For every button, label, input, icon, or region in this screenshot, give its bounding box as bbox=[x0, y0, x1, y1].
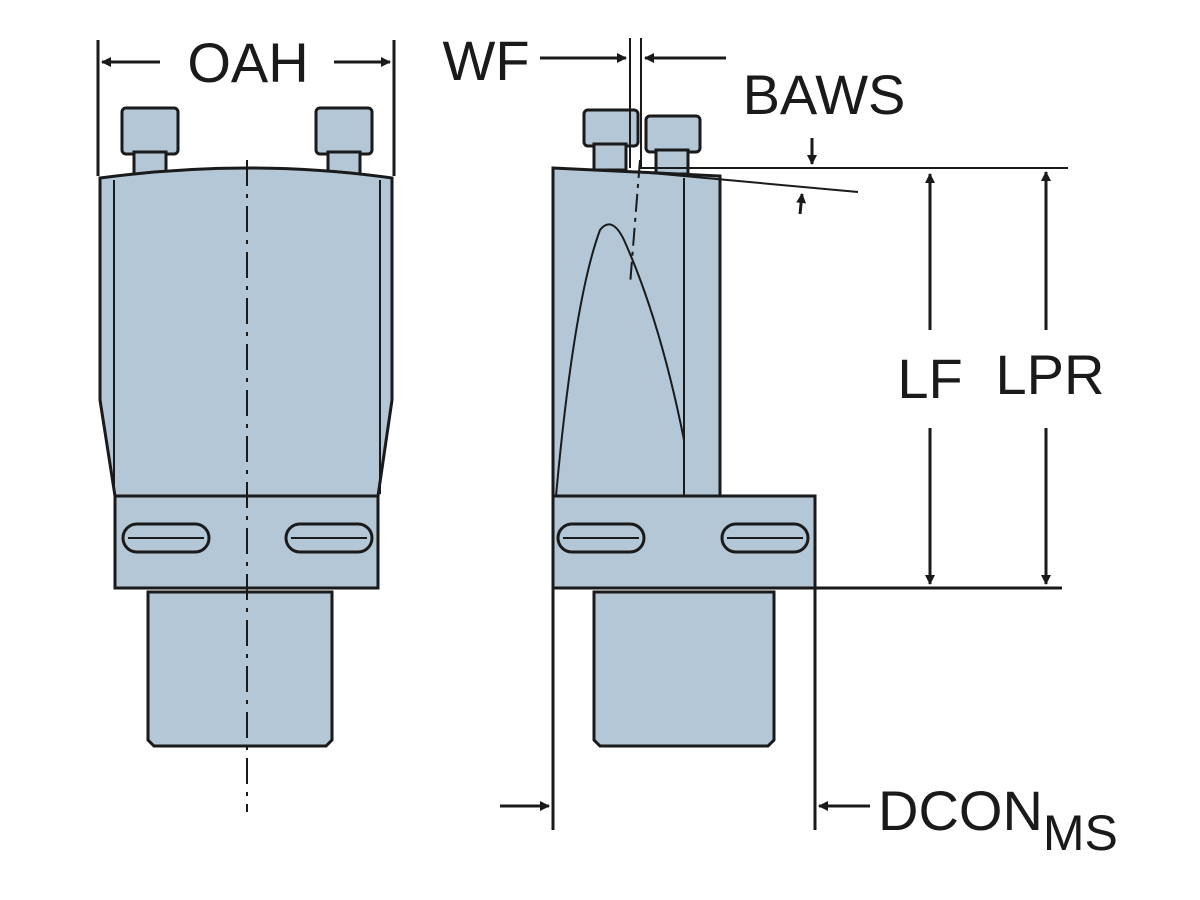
dcon-dimension bbox=[500, 588, 870, 830]
wf-dimension bbox=[540, 38, 726, 168]
baws-dimension bbox=[639, 138, 1068, 215]
front-slot-left bbox=[121, 522, 211, 554]
dcon-subscript: MS bbox=[1043, 805, 1118, 861]
front-view bbox=[98, 106, 394, 812]
wf-label: WF bbox=[442, 29, 529, 92]
lf-label: LF bbox=[897, 347, 962, 410]
oah-dimension bbox=[96, 40, 396, 176]
side-screw-right bbox=[644, 114, 702, 176]
front-screw-right bbox=[314, 106, 374, 180]
side-screw-axis bbox=[629, 159, 641, 286]
lf-lpr-dimensions bbox=[815, 171, 1062, 590]
baws-label: BAWS bbox=[743, 63, 906, 126]
front-slot-right bbox=[284, 522, 374, 554]
dcon-main-text: DCON bbox=[878, 779, 1043, 842]
dcon-label: DCONMS bbox=[878, 779, 1118, 861]
side-view bbox=[551, 108, 817, 748]
oah-label: OAH bbox=[187, 31, 308, 94]
front-shank bbox=[146, 590, 334, 748]
side-slot-right bbox=[720, 522, 810, 554]
front-screw-left bbox=[120, 106, 180, 180]
lpr-label: LPR bbox=[996, 343, 1105, 406]
side-wedge bbox=[554, 223, 685, 497]
side-slot-left bbox=[556, 522, 646, 554]
side-shank bbox=[592, 590, 776, 748]
